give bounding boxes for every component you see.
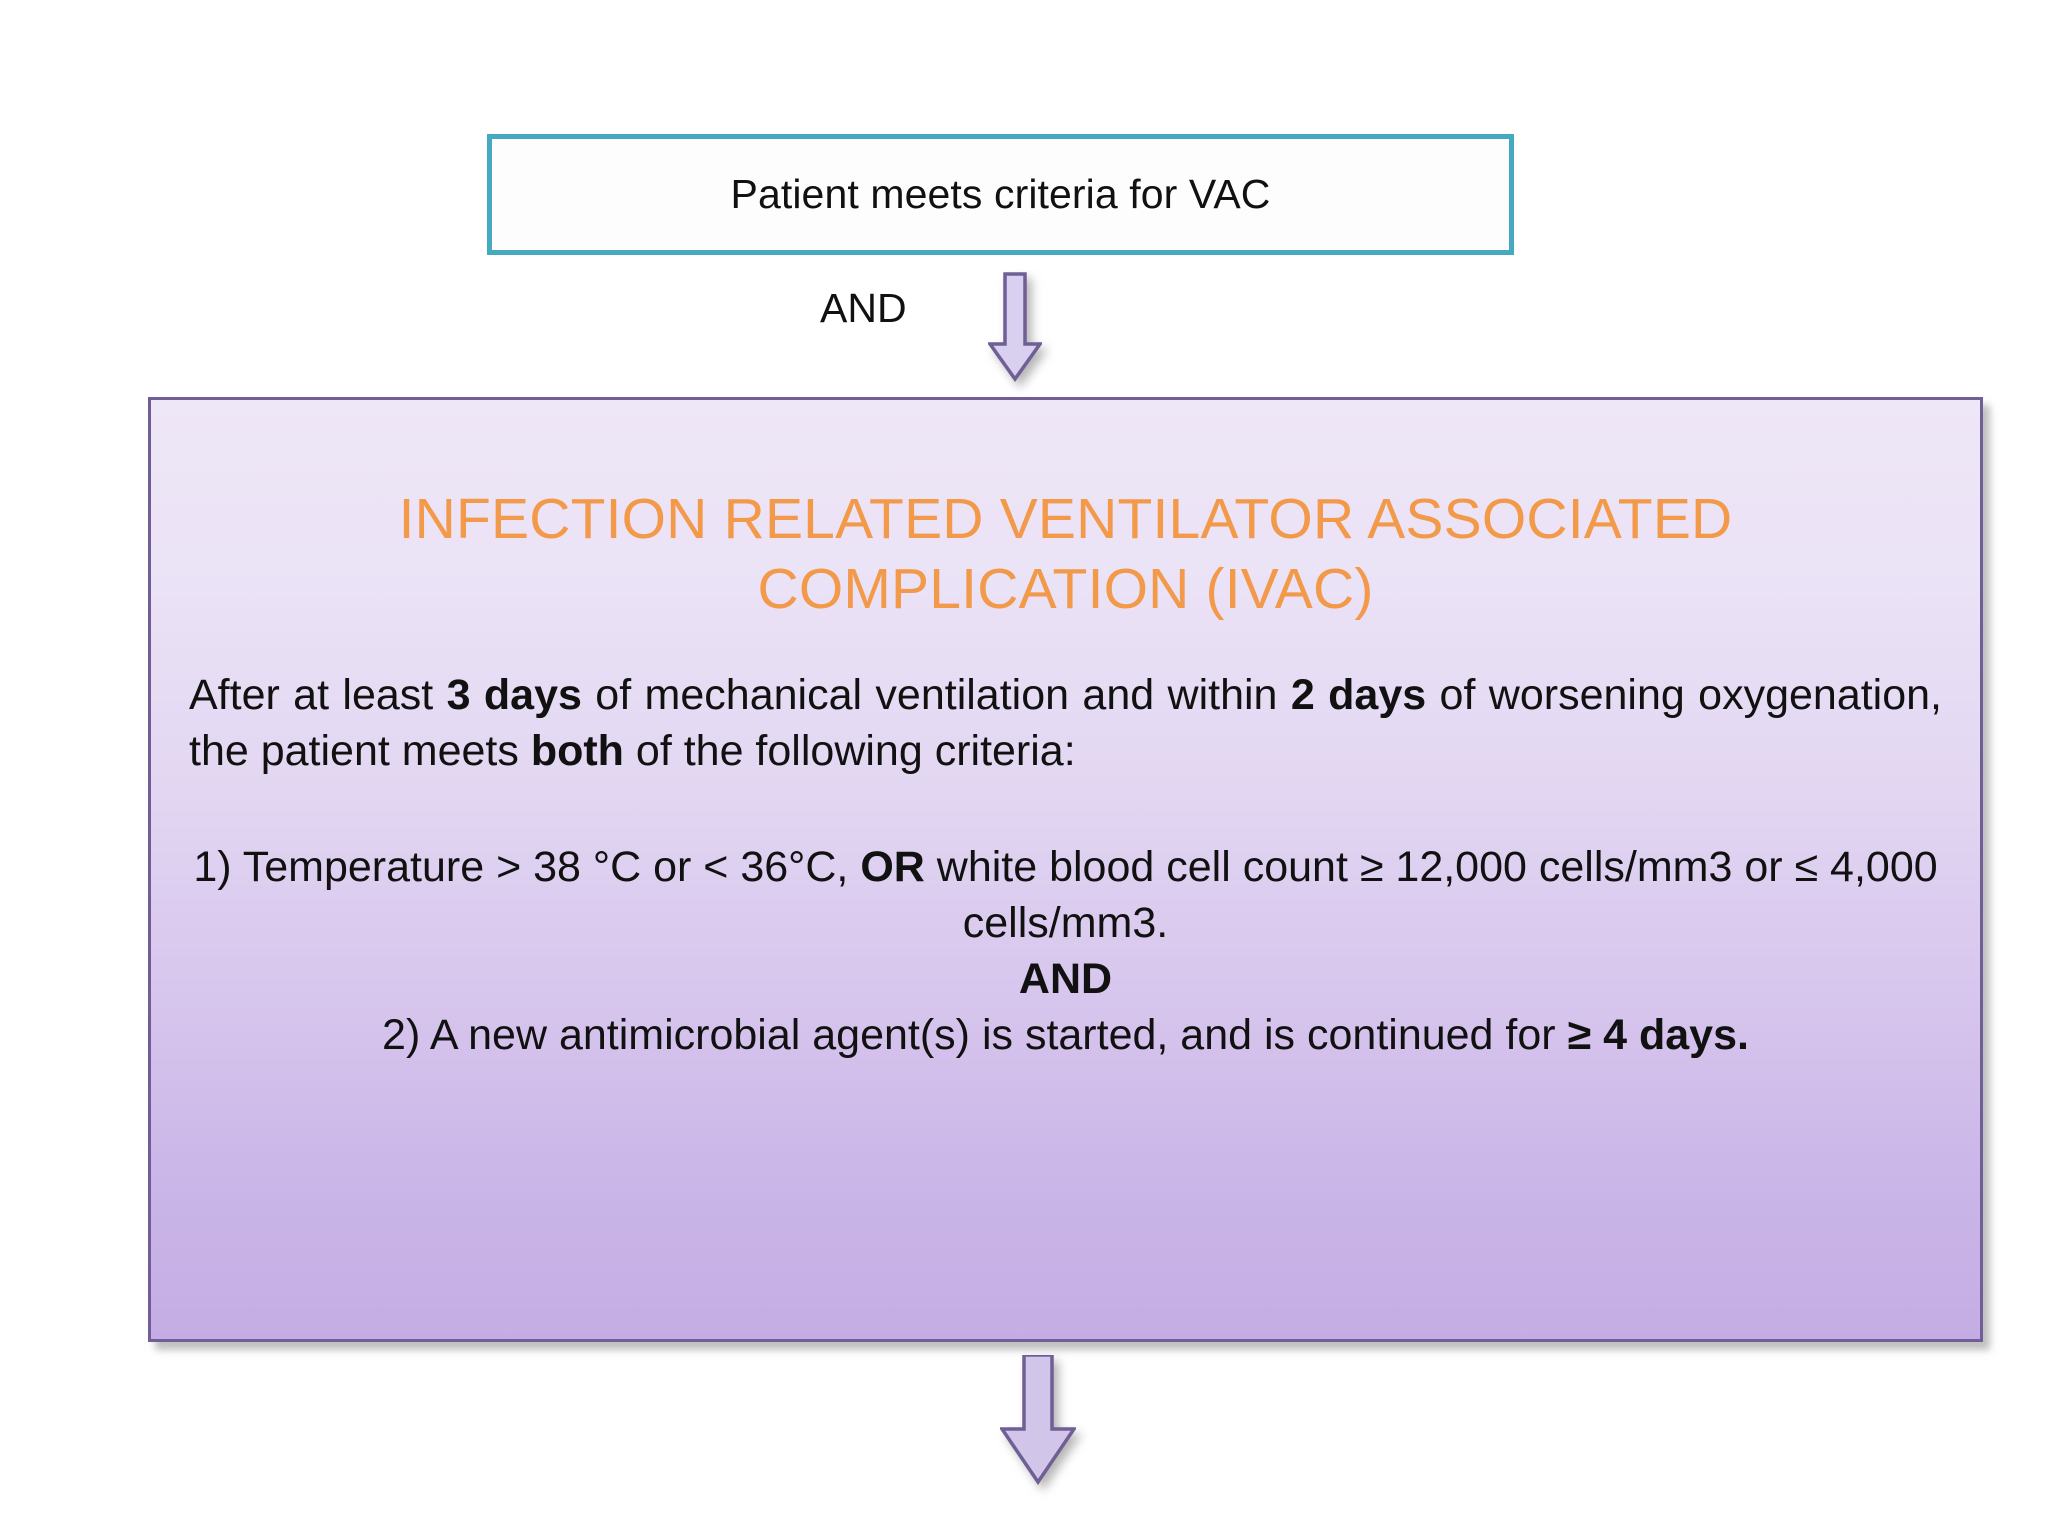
- intro-text-part4: of the following criteria:: [623, 727, 1076, 776]
- criteria-item-2-text-a: 2) A new antimicrobial agent(s) is start…: [382, 1010, 1568, 1059]
- arrow-down-icon-top: [988, 272, 1042, 382]
- and-connector-label: AND: [820, 285, 907, 331]
- intro-text-part1: After at least: [189, 671, 447, 720]
- intro-bold-both: both: [530, 727, 624, 776]
- intro-text-part2: of mechanical ventilation and within: [581, 671, 1291, 720]
- criteria-item-1-text-b: white blood cell count ≥ 12,000 cells/mm…: [924, 843, 1938, 947]
- ivac-panel-title: INFECTION RELATED VENTILATOR ASSOCIATED …: [398, 487, 1733, 622]
- vac-criteria-box: Patient meets criteria for VAC: [487, 134, 1514, 255]
- criteria-item-1-text-a: 1) Temperature > 38 °C or < 36°C,: [193, 843, 861, 891]
- intro-text-part3: of worsening oxygenation, the patient me…: [189, 671, 1943, 776]
- criteria-item-1-bold-or: OR: [860, 843, 925, 891]
- ivac-intro-paragraph: After at least 3 days of mechanical vent…: [179, 624, 1952, 780]
- criteria-separator-and: AND: [1018, 954, 1113, 1003]
- ivac-definition-panel: INFECTION RELATED VENTILATOR ASSOCIATED …: [148, 397, 1983, 1342]
- intro-bold-3-days: 3 days: [446, 671, 582, 720]
- ivac-criteria-list: 1) Temperature > 38 °C or < 36°C, OR whi…: [179, 780, 1952, 1064]
- criteria-item-2-bold-4-days: ≥ 4 days.: [1567, 1010, 1749, 1059]
- intro-bold-2-days: 2 days: [1290, 671, 1427, 720]
- vac-criteria-label: Patient meets criteria for VAC: [730, 170, 1271, 217]
- arrow-down-icon-bottom: [1000, 1355, 1076, 1485]
